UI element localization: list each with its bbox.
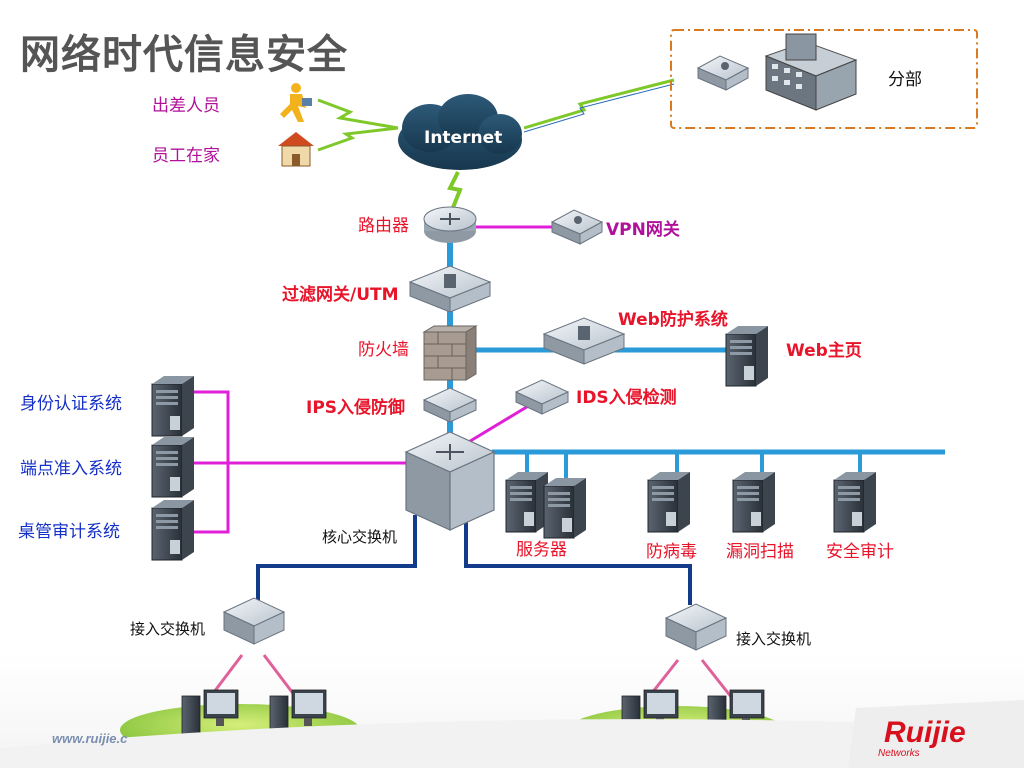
desktop-audit-server-icon <box>151 499 195 561</box>
footer-swoosh <box>0 712 1024 768</box>
ruijie-logo: Ruijie Networks <box>848 700 1024 768</box>
antivirus-label: 防病毒 <box>646 542 697 562</box>
footer-url: www.ruijie.c <box>52 731 128 746</box>
antivirus-server-icon <box>647 471 691 533</box>
page-title: 网络时代信息安全 <box>20 32 348 78</box>
core-switch-icon <box>404 431 496 531</box>
vuln-scan-server-icon <box>732 471 776 533</box>
identity-auth-server-icon <box>151 375 195 437</box>
home-worker-label: 员工在家 <box>152 146 220 166</box>
svg-text:Networks: Networks <box>878 748 920 759</box>
filter-gateway-label: 过滤网关/UTM <box>282 285 399 305</box>
web-server-icon <box>725 325 769 387</box>
internet-label: Internet <box>424 128 503 148</box>
server-1-icon <box>505 471 549 533</box>
endpoint-access-label: 端点准入系统 <box>20 459 122 479</box>
access-switch-left-label: 接入交换机 <box>130 620 206 638</box>
desktop-audit-label: 桌管审计系统 <box>18 522 120 542</box>
ips-label: IPS入侵防御 <box>306 398 406 418</box>
branch-label: 分部 <box>888 70 922 90</box>
utm-gateway-icon <box>408 265 492 313</box>
link-core-access-left <box>256 515 417 605</box>
home-icon <box>278 132 314 167</box>
vuln-scan-label: 漏洞扫描 <box>726 542 794 562</box>
branch-box <box>670 29 978 129</box>
web-protection-label: Web防护系统 <box>618 310 728 330</box>
server-2-icon <box>543 477 587 539</box>
internet-cloud-icon <box>398 94 522 170</box>
link-core-ids <box>461 403 531 448</box>
security-audit-server-icon <box>833 471 877 533</box>
branch-building-icon <box>764 33 858 111</box>
router-label: 路由器 <box>358 216 409 236</box>
link-core-access-right <box>464 520 692 605</box>
vpn-gateway-icon <box>550 209 604 245</box>
router-icon <box>423 206 477 243</box>
web-homepage-label: Web主页 <box>786 341 862 361</box>
endpoint-access-server-icon <box>151 436 195 498</box>
access-switch-right-label: 接入交换机 <box>736 630 812 648</box>
traveler-icon <box>280 83 312 122</box>
ids-label: IDS入侵检测 <box>576 388 677 408</box>
access-switch-left-icon <box>223 597 285 645</box>
wireless-links <box>317 78 675 211</box>
ips-icon <box>422 387 478 423</box>
access-switch-right-icon <box>665 603 727 651</box>
servers-label: 服务器 <box>516 540 567 560</box>
firewall-label: 防火墙 <box>358 340 409 360</box>
connection-lines <box>192 225 945 701</box>
core-switch-label: 核心交换机 <box>322 528 398 546</box>
identity-auth-label: 身份认证系统 <box>20 394 122 414</box>
business-trip-label: 出差人员 <box>152 96 220 116</box>
web-protection-icon <box>542 317 626 365</box>
vpn-gateway-label: VPN网关 <box>606 220 680 240</box>
security-audit-label: 安全审计 <box>826 542 894 562</box>
svg-text:Ruijie: Ruijie <box>884 716 966 749</box>
branch-vpn-icon <box>696 55 750 91</box>
ids-icon <box>514 379 570 415</box>
firewall-icon <box>422 325 478 381</box>
